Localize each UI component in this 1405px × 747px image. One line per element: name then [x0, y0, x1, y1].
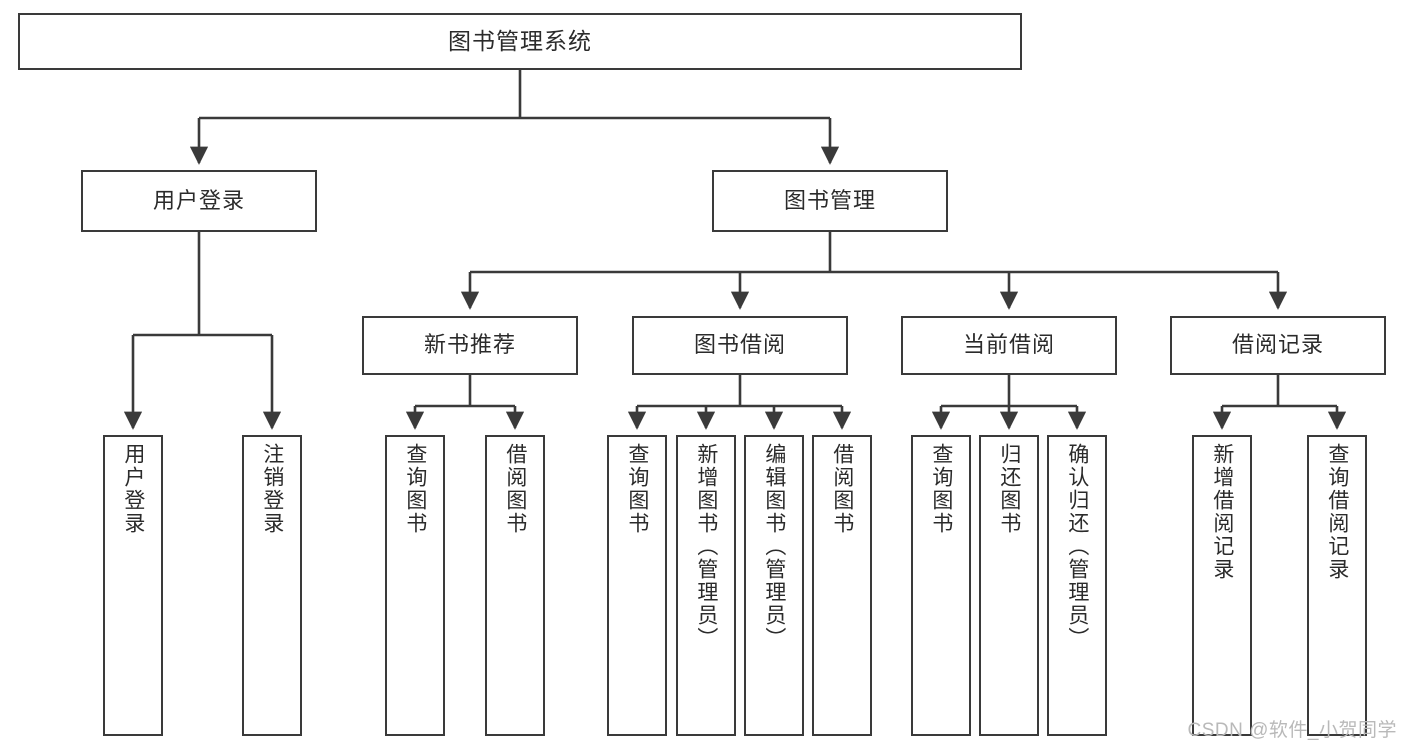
node-leaf-edit-book-admin[interactable]: 编辑图书（管理员）	[744, 435, 804, 736]
node-leaf-confirm-return-admin-label: 确认归还（管理员）	[1065, 443, 1089, 650]
node-leaf-query-book-3[interactable]: 查询图书	[911, 435, 971, 736]
node-leaf-query-book-1[interactable]: 查询图书	[385, 435, 445, 736]
node-book-borrow[interactable]: 图书借阅	[632, 316, 848, 375]
node-leaf-borrow-book-2[interactable]: 借阅图书	[812, 435, 872, 736]
node-leaf-borrow-book-1[interactable]: 借阅图书	[485, 435, 545, 736]
node-leaf-return-book-label: 归还图书	[997, 443, 1021, 535]
node-leaf-logout-login[interactable]: 注销登录	[242, 435, 302, 736]
node-leaf-return-book[interactable]: 归还图书	[979, 435, 1039, 736]
node-book-manage[interactable]: 图书管理	[712, 170, 948, 232]
node-current-borrow[interactable]: 当前借阅	[901, 316, 1117, 375]
node-user-login[interactable]: 用户登录	[81, 170, 317, 232]
node-leaf-confirm-return-admin[interactable]: 确认归还（管理员）	[1047, 435, 1107, 736]
node-leaf-query-borrow-record[interactable]: 查询借阅记录	[1307, 435, 1367, 736]
node-book-manage-label: 图书管理	[783, 187, 876, 213]
node-new-book-recommend-label: 新书推荐	[423, 332, 516, 358]
node-leaf-add-book-admin-label: 新增图书（管理员）	[694, 443, 718, 650]
node-leaf-borrow-book-2-label: 借阅图书	[830, 443, 854, 535]
node-new-book-recommend[interactable]: 新书推荐	[362, 316, 578, 375]
node-leaf-query-book-1-label: 查询图书	[403, 443, 427, 535]
node-leaf-add-book-admin[interactable]: 新增图书（管理员）	[676, 435, 736, 736]
csdn-watermark: CSDN @软件_小贺同学	[1187, 720, 1397, 741]
node-borrow-record-label: 借阅记录	[1231, 332, 1324, 358]
node-leaf-user-login[interactable]: 用户登录	[103, 435, 163, 736]
node-root-label: 图书管理系统	[448, 27, 592, 54]
node-leaf-borrow-book-1-label: 借阅图书	[503, 443, 527, 535]
node-leaf-edit-book-admin-label: 编辑图书（管理员）	[762, 443, 786, 650]
node-leaf-logout-login-label: 注销登录	[260, 443, 284, 535]
node-current-borrow-label: 当前借阅	[962, 332, 1055, 358]
node-leaf-add-borrow-record-label: 新增借阅记录	[1210, 443, 1234, 581]
node-leaf-query-book-2[interactable]: 查询图书	[607, 435, 667, 736]
node-leaf-query-borrow-record-label: 查询借阅记录	[1325, 443, 1349, 581]
node-leaf-add-borrow-record[interactable]: 新增借阅记录	[1192, 435, 1252, 736]
node-borrow-record[interactable]: 借阅记录	[1170, 316, 1386, 375]
node-leaf-query-book-3-label: 查询图书	[929, 443, 953, 535]
node-leaf-query-book-2-label: 查询图书	[625, 443, 649, 535]
node-user-login-label: 用户登录	[152, 187, 245, 213]
node-leaf-user-login-label: 用户登录	[121, 443, 145, 535]
node-book-borrow-label: 图书借阅	[693, 332, 786, 358]
node-root[interactable]: 图书管理系统	[18, 13, 1022, 70]
